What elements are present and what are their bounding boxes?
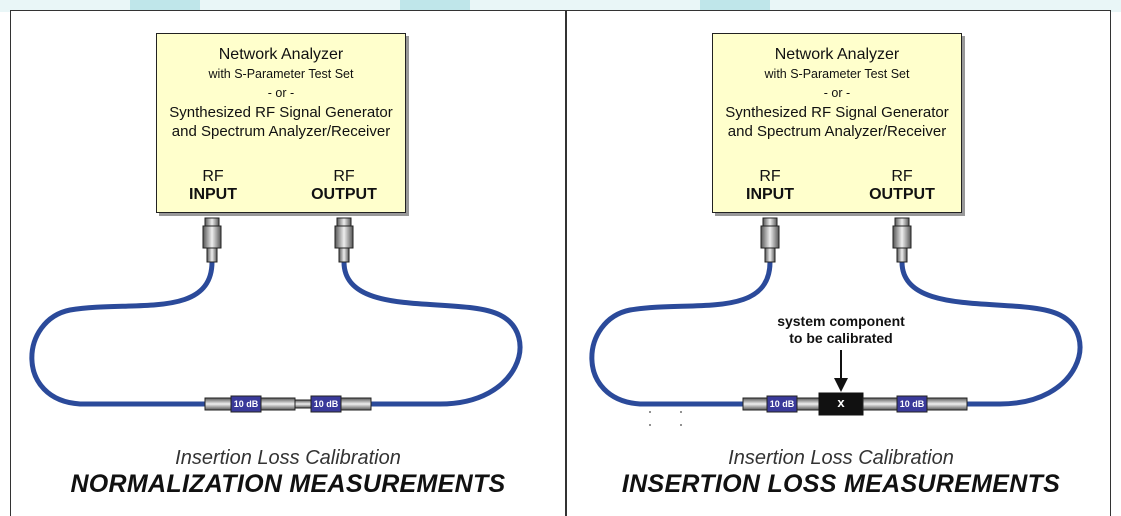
- left-attenuator-chain: [204, 395, 372, 413]
- left-output-connector: [334, 217, 354, 263]
- right-rf-input-port: RF INPUT: [725, 168, 815, 204]
- right-output-cable: [899, 261, 1083, 407]
- right-attenuator-1-label: 10 dB: [769, 399, 795, 409]
- left-box-line5: and Spectrum Analyzer/Receiver: [171, 123, 391, 140]
- right-rf-output-port: RF OUTPUT: [857, 168, 947, 204]
- right-output-label: OUTPUT: [869, 186, 935, 203]
- right-caption-main: INSERTION LOSS MEASUREMENTS: [621, 470, 1061, 498]
- left-box-line4: Synthesized RF Signal Generator: [169, 104, 393, 121]
- right-output-rf-text: RF: [891, 168, 913, 185]
- left-network-analyzer-box: Network Analyzer with S-Parameter Test S…: [156, 33, 406, 213]
- right-box-title: Network Analyzer: [774, 46, 900, 63]
- left-input-connector: [202, 217, 222, 263]
- component-note: system component to be calibrated: [751, 313, 931, 347]
- left-input-cable: [29, 261, 215, 407]
- scan-specks: [649, 411, 682, 426]
- right-box-line3: - or -: [823, 86, 851, 100]
- right-caption-sub: Insertion Loss Calibration: [728, 447, 954, 469]
- left-caption: Insertion Loss Calibration NORMALIZATION…: [20, 447, 556, 499]
- left-attenuator-1-label: 10 dB: [233, 399, 259, 409]
- right-box-line2: with S-Parameter Test Set: [764, 67, 910, 81]
- right-input-connector: [760, 217, 780, 263]
- dut-label: x: [837, 395, 845, 410]
- right-attenuator-chain: [742, 392, 968, 416]
- left-rf-output-port: RF OUTPUT: [299, 168, 389, 204]
- left-caption-sub: Insertion Loss Calibration: [175, 447, 401, 469]
- left-input-rf-text: RF: [202, 168, 224, 185]
- right-caption: Insertion Loss Calibration INSERTION LOS…: [571, 447, 1111, 499]
- left-input-label: INPUT: [189, 186, 237, 203]
- right-box-line4: Synthesized RF Signal Generator: [725, 104, 949, 121]
- left-box-line3: - or -: [267, 86, 295, 100]
- note-line1: system component: [777, 313, 905, 329]
- right-network-analyzer-box: Network Analyzer with S-Parameter Test S…: [712, 33, 962, 213]
- left-attenuator-2-label: 10 dB: [313, 399, 339, 409]
- left-box-line2: with S-Parameter Test Set: [208, 67, 354, 81]
- component-arrow: [834, 350, 848, 392]
- right-output-connector: [892, 217, 912, 263]
- right-input-label: INPUT: [746, 186, 794, 203]
- right-attenuator-2-label: 10 dB: [899, 399, 925, 409]
- right-input-cable: [589, 261, 773, 407]
- right-input-rf-text: RF: [759, 168, 781, 185]
- left-box-title: Network Analyzer: [218, 46, 344, 63]
- left-rf-input-port: RF INPUT: [168, 168, 258, 204]
- left-output-rf-text: RF: [333, 168, 355, 185]
- note-line2: to be calibrated: [789, 330, 893, 346]
- left-caption-main: NORMALIZATION MEASUREMENTS: [70, 470, 506, 498]
- left-output-label: OUTPUT: [311, 186, 377, 203]
- right-box-line5: and Spectrum Analyzer/Receiver: [727, 123, 947, 140]
- top-banner-strip: [0, 0, 1121, 12]
- left-output-cable: [341, 261, 523, 407]
